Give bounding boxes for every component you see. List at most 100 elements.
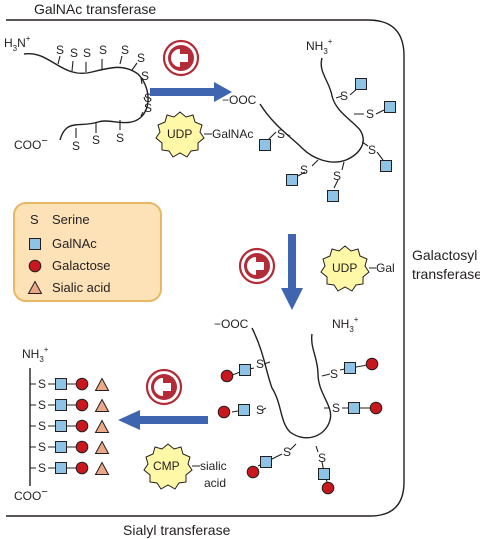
glycan-chain: S [30,377,109,391]
serine-site: S [72,139,80,153]
peptide-backbone-2 [259,57,364,163]
serine-site: S [70,46,78,60]
serine-site: S [283,445,291,459]
galnac-square-icon [344,362,356,374]
polypeptide-stage1: H3N+ COO− S S S S S S S S S S S S [4,34,152,153]
galactose-circle-icon [365,357,379,371]
galnac-square-icon [348,402,360,414]
galactose-circle-icon [220,369,234,383]
galactose-circle-icon [321,481,335,495]
galactose-circle-icon [75,377,89,391]
serine-site: S [256,403,264,417]
galnac-square-icon [55,399,67,411]
serine-site: S [277,127,285,141]
c-terminus: COO− [14,135,48,152]
cycle-frame [6,19,405,517]
galnac-square-icon [384,101,396,113]
sialic-triangle-icon [95,378,109,391]
galactose-circle-icon [369,401,383,415]
serine-site: S [121,43,129,57]
galnac-square-icon [286,174,298,186]
serine-site: S [137,51,145,65]
ooc-terminus-2: −OOC [222,93,257,107]
galnac-square-icon [260,456,272,468]
serine-site: S [92,133,100,147]
arrow-down-icon [281,234,303,310]
galnac-square-icon [355,78,367,90]
galactose-circle-icon [246,465,260,479]
serine-site: S [116,131,124,145]
polypeptide-stage4: NH3+ COO− S S S [14,345,109,503]
galnac-square-icon [327,190,339,202]
serine-site: S [38,461,46,475]
n-terminus: H3N+ [4,34,31,53]
galnac-transferase-title: GalNAc transferase [34,1,156,17]
legend: S Serine GalNAc Galactose Sialic acid [13,202,162,302]
glycan-chain: S [30,419,109,433]
udp-label: UDP [167,127,192,141]
galnac-square-icon [318,468,330,480]
serine-site: S [368,143,376,157]
nh3-terminus-3: NH3+ [332,315,359,334]
serine-site: S [38,377,46,391]
serine-site: S [366,107,374,121]
serine-site: S [56,43,64,57]
ooc-terminus-3: −OOC [214,317,249,331]
enzyme-pacman-icon [238,247,276,285]
step1-reaction: UDP GalNAc [150,39,253,158]
gal-donor-label: Gal [376,261,395,275]
serine-site: S [38,419,46,433]
galnac-square-icon [239,364,251,376]
arrow-left-icon [118,410,208,430]
serine-site: S [144,91,152,105]
serine-site: S [330,367,338,381]
sialyl-transferase-title: Sialyl transferase [123,522,231,538]
sialic-triangle-icon [95,420,109,433]
galnac-square-icon [380,160,392,172]
glycan-chain: S [30,440,109,454]
serine-site: S [99,43,107,57]
arrow-right-icon [150,82,232,102]
nh3-terminus-2: NH3+ [306,37,333,56]
legend-galactose-label: Galactose [52,258,111,273]
polypeptide-stage2: NH3+ −OOC S S S S S S [222,37,396,202]
sialic-triangle-icon [95,399,109,412]
nh3-terminus-4: NH3+ [22,345,49,364]
serine-site: S [332,401,340,415]
galnac-square-icon [55,441,67,453]
udp-label: UDP [332,261,357,275]
galnac-donor-label: GalNAc [212,127,253,141]
sialic-triangle-icon [95,462,109,475]
galnac-square-icon [55,420,67,432]
glycan-chain: S [30,398,109,412]
legend-serine-label: Serine [52,212,90,227]
galactose-circle-icon [75,461,89,475]
sialic-donor-label-line1: sialic [200,459,227,473]
enzyme-pacman-icon [162,39,200,77]
polypeptide-stage3: −OOC NH3+ S S S S S [214,315,383,495]
galactose-circle-icon [75,398,89,412]
legend-sialic-label: Sialic acid [52,280,111,295]
sialic-triangle-icon [95,441,109,454]
galactose-circle-icon [217,405,231,419]
legend-serine-symbol: S [30,212,39,227]
galactose-circle-icon [75,419,89,433]
galactosyl-transferase-title-line1: Galactosyl [412,247,477,263]
peptide-backbone-3 [251,327,332,439]
serine-site: S [256,357,264,371]
serine-site: S [333,169,341,183]
cmp-label: CMP [153,459,180,473]
serine-site: S [340,89,348,103]
step2-reaction: UDP Gal [238,234,395,310]
galnac-square-icon [238,404,250,416]
serine-site: S [38,440,46,454]
serine-site: S [83,46,91,60]
step3-reaction: CMP sialic acid [118,368,227,490]
legend-galnac-icon [29,238,41,250]
peptide-backbone-1 [23,53,149,141]
serine-site: S [141,69,149,83]
enzyme-pacman-icon [145,368,183,406]
sialic-donor-label-line2: acid [204,476,226,490]
serine-site: S [318,451,326,465]
